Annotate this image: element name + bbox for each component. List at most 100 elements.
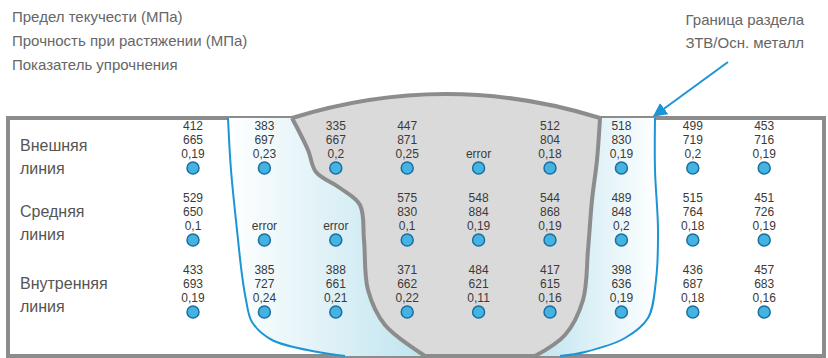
value-label: 548 bbox=[455, 191, 503, 205]
point-values: 5758300,1 bbox=[383, 191, 431, 233]
measurement-point bbox=[187, 306, 199, 318]
measurement-point bbox=[401, 234, 413, 246]
value-label: 371 bbox=[383, 263, 431, 277]
value-label: 687 bbox=[669, 277, 717, 291]
value-label: 0,11 bbox=[455, 291, 503, 305]
value-label: 0,19 bbox=[597, 291, 645, 305]
value-label: 871 bbox=[383, 133, 431, 147]
point-values: 4898480,2 bbox=[597, 191, 645, 233]
point-values: 4576830,16 bbox=[740, 263, 788, 305]
measurement-point bbox=[258, 234, 270, 246]
value-label: 884 bbox=[455, 205, 503, 219]
value-label: error bbox=[312, 219, 360, 233]
measurement-point bbox=[330, 234, 342, 246]
value-label: 650 bbox=[169, 205, 217, 219]
value-label: 0,19 bbox=[169, 147, 217, 161]
value-label: 662 bbox=[383, 277, 431, 291]
measurement-point bbox=[187, 162, 199, 174]
value-label: 484 bbox=[455, 263, 503, 277]
point-values: 5188300,19 bbox=[597, 119, 645, 161]
haz-boundary bbox=[560, 118, 658, 356]
point-values: error bbox=[455, 147, 503, 161]
measurement-point bbox=[687, 234, 699, 246]
point-values: 5296500,1 bbox=[169, 191, 217, 233]
measurement-point bbox=[473, 234, 485, 246]
value-label: 0,18 bbox=[669, 219, 717, 233]
measurement-point bbox=[615, 234, 627, 246]
point-values: 4997190,2 bbox=[669, 119, 717, 161]
value-label: 697 bbox=[240, 133, 288, 147]
measurement-point bbox=[687, 306, 699, 318]
value-label: 0,22 bbox=[383, 291, 431, 305]
value-label: 453 bbox=[740, 119, 788, 133]
measurement-point bbox=[258, 306, 270, 318]
value-label: 0,21 bbox=[312, 291, 360, 305]
row-label: Внешняя линия bbox=[20, 134, 100, 180]
value-label: 544 bbox=[526, 191, 574, 205]
value-label: 0,18 bbox=[526, 147, 574, 161]
point-values: 4478710,25 bbox=[383, 119, 431, 161]
value-label: 0,16 bbox=[526, 291, 574, 305]
measurement-point bbox=[401, 306, 413, 318]
value-label: error bbox=[455, 147, 503, 161]
point-values: 5448680,19 bbox=[526, 191, 574, 233]
value-label: 0,2 bbox=[597, 219, 645, 233]
measurement-point bbox=[544, 234, 556, 246]
measurement-point bbox=[615, 162, 627, 174]
point-values: 4176150,16 bbox=[526, 263, 574, 305]
point-values: 4336930,19 bbox=[169, 263, 217, 305]
value-label: 436 bbox=[669, 263, 717, 277]
value-label: 621 bbox=[455, 277, 503, 291]
value-label: 0,1 bbox=[383, 219, 431, 233]
value-label: 0,19 bbox=[740, 219, 788, 233]
value-label: 0,19 bbox=[169, 291, 217, 305]
measurement-point bbox=[401, 162, 413, 174]
haz-boundary bbox=[228, 118, 345, 356]
value-label: 764 bbox=[669, 205, 717, 219]
value-label: 661 bbox=[312, 277, 360, 291]
value-label: 447 bbox=[383, 119, 431, 133]
point-values: 3836970,23 bbox=[240, 119, 288, 161]
value-label: 0,1 bbox=[169, 219, 217, 233]
value-label: 0,19 bbox=[597, 147, 645, 161]
point-values: 5488840,19 bbox=[455, 191, 503, 233]
point-values: 3857270,24 bbox=[240, 263, 288, 305]
point-values: error bbox=[240, 219, 288, 233]
callout-arrow bbox=[654, 62, 728, 116]
value-label: 667 bbox=[312, 133, 360, 147]
value-label: 665 bbox=[169, 133, 217, 147]
measurement-point bbox=[330, 306, 342, 318]
point-values: 3356670,2 bbox=[312, 119, 360, 161]
value-label: 615 bbox=[526, 277, 574, 291]
weld-root bbox=[425, 354, 535, 358]
value-label: 726 bbox=[740, 205, 788, 219]
value-label: 0,25 bbox=[383, 147, 431, 161]
value-label: 529 bbox=[169, 191, 217, 205]
legend-heading: Показатель упрочнения bbox=[12, 56, 178, 73]
value-label: 0,16 bbox=[740, 291, 788, 305]
value-label: 451 bbox=[740, 191, 788, 205]
value-label: 515 bbox=[669, 191, 717, 205]
value-label: 518 bbox=[597, 119, 645, 133]
value-label: 489 bbox=[597, 191, 645, 205]
point-values: 4126650,19 bbox=[169, 119, 217, 161]
measurement-point bbox=[473, 306, 485, 318]
point-values: 3886610,21 bbox=[312, 263, 360, 305]
value-label: 683 bbox=[740, 277, 788, 291]
measurement-point bbox=[258, 162, 270, 174]
value-label: 719 bbox=[669, 133, 717, 147]
value-label: 335 bbox=[312, 119, 360, 133]
value-label: 433 bbox=[169, 263, 217, 277]
value-label: 417 bbox=[526, 263, 574, 277]
point-values: 4366870,18 bbox=[669, 263, 717, 305]
legend-heading: Предел текучести (МПа) bbox=[12, 8, 183, 25]
measurement-point bbox=[758, 162, 770, 174]
row-label: Средняя линия bbox=[20, 200, 100, 246]
point-values: 5128040,18 bbox=[526, 119, 574, 161]
weld-crown bbox=[292, 94, 600, 118]
row-label: Внутренняя линия bbox=[20, 272, 100, 318]
point-values: 3986360,19 bbox=[597, 263, 645, 305]
value-label: 693 bbox=[169, 277, 217, 291]
value-label: 0,2 bbox=[669, 147, 717, 161]
point-values: 4846210,11 bbox=[455, 263, 503, 305]
